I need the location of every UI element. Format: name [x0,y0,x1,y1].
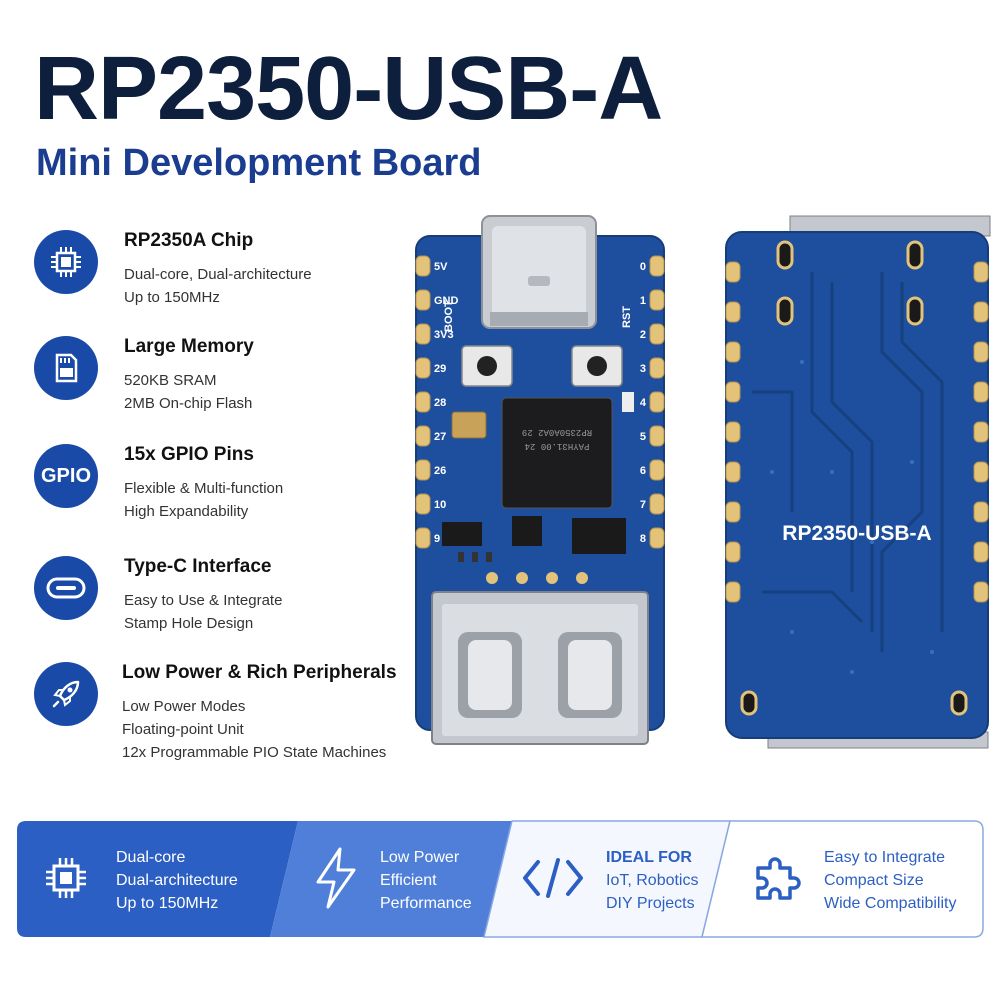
banner-line: Wide Compatibility [824,895,957,912]
pin-label-left: 26 [434,465,446,477]
board-front: 5V GND 3V3 29 28 27 26 10 9 0 1 2 3 4 5 … [415,215,665,745]
code-brackets-icon [522,856,584,905]
chip-marking: PAYH31.00 24 [525,441,590,451]
chip-marking: RP2350A0A2 29 [522,427,592,437]
usb-c-connector [481,215,597,329]
banner-segment-cpu: Dual-core Dual-architecture Up to 150MHz [16,820,298,938]
pin-label-left: 29 [434,363,446,375]
feature-line: 12x Programmable PIO State Machines [122,744,387,761]
usb-c-port-icon [34,556,98,620]
pin-label-right: 4 [640,397,647,409]
banner-line: Dual-architecture [116,872,238,889]
puzzle-icon [750,852,804,911]
rst-label: RST [621,306,633,328]
feature-line: High Expandability [124,503,249,520]
banner-line: IoT, Robotics [606,872,699,889]
feature-line: Easy to Use & Integrate [124,592,283,609]
right-pads [649,255,665,549]
feature-line: Stamp Hole Design [124,615,254,632]
board-illustrations: 5V GND 3V3 29 28 27 26 10 9 0 1 2 3 4 5 … [415,215,991,749]
chip-icon [42,854,90,907]
lightning-icon [310,846,362,915]
pin-label-right: 7 [640,499,646,511]
banner-heading: IDEAL FOR [606,849,692,866]
rp2350-chip: RP2350A0A2 29 PAYH31.00 24 [501,397,613,509]
pin-label-left: GND [434,295,459,307]
banner-line: Up to 150MHz [116,895,219,912]
feature-banner: Dual-core Dual-architecture Up to 150MHz… [16,820,984,938]
banner-segment-power: Low Power Efficient Performance [298,820,512,938]
feature-line: 520KB SRAM [124,372,217,389]
pin-label-left: 27 [434,431,446,443]
banner-line: Compact Size [824,872,924,889]
feature-line: Low Power Modes [122,698,246,715]
feature-line: 2MB On-chip Flash [124,395,253,412]
pin-label-left: 5V [434,261,448,273]
flash-chip [572,518,626,554]
board-back: RP2350-USB-A [725,215,991,749]
crystal [451,411,487,439]
pin-label-right: 8 [640,533,646,545]
pin-label-right: 2 [640,329,646,341]
reset-button[interactable] [571,345,623,387]
banner-segment-integration: Easy to Integrate Compact Size Wide Comp… [730,820,984,938]
banner-line: Efficient [380,872,437,889]
pin-label-left: 9 [434,533,440,545]
feature-title: RP2350A Chip [124,230,254,251]
pin-label-right: 5 [640,431,646,443]
feature-line: Floating-point Unit [122,721,244,738]
rocket-icon [34,662,98,726]
banner-segment-ideal-for: IDEAL FOR IoT, Robotics DIY Projects [512,820,730,938]
banner-background [17,820,984,938]
feature-title: Low Power & Rich Peripherals [122,662,397,683]
memory-card-icon [34,336,98,400]
feature-line: Up to 150MHz [124,289,220,306]
boot-button[interactable] [461,345,513,387]
chip-icon [34,230,98,294]
gpio-text-icon: GPIO [34,444,98,508]
feature-title: 15x GPIO Pins [124,444,254,465]
banner-line: Dual-core [116,849,186,866]
pin-label-right: 1 [640,295,646,307]
pin-label-right: 0 [640,261,646,273]
banner-line: Low Power [380,849,460,866]
page-subtitle: Mini Development Board [36,142,482,184]
pin-label-right: 6 [640,465,646,477]
regulator [442,522,482,546]
pin-label-left: 3V3 [434,329,454,341]
pin-label-right: 3 [640,363,646,375]
feature-line: Dual-core, Dual-architecture [124,266,312,283]
boot-label: BOOT [443,300,455,332]
page-title: RP2350-USB-A [34,39,663,139]
usb-a-connector [431,591,649,745]
small-ic [512,516,542,546]
pin-label-left: 10 [434,499,446,511]
banner-line: DIY Projects [606,895,695,912]
banner-line: Performance [380,895,472,912]
banner-line: Easy to Integrate [824,849,945,866]
feature-line: Flexible & Multi-function [124,480,284,497]
back-board-label: RP2350-USB-A [782,522,931,545]
led [622,392,634,412]
feature-title: Type-C Interface [124,556,272,577]
left-pads [415,255,431,549]
pin-label-left: 28 [434,397,446,409]
feature-title: Large Memory [124,336,254,357]
